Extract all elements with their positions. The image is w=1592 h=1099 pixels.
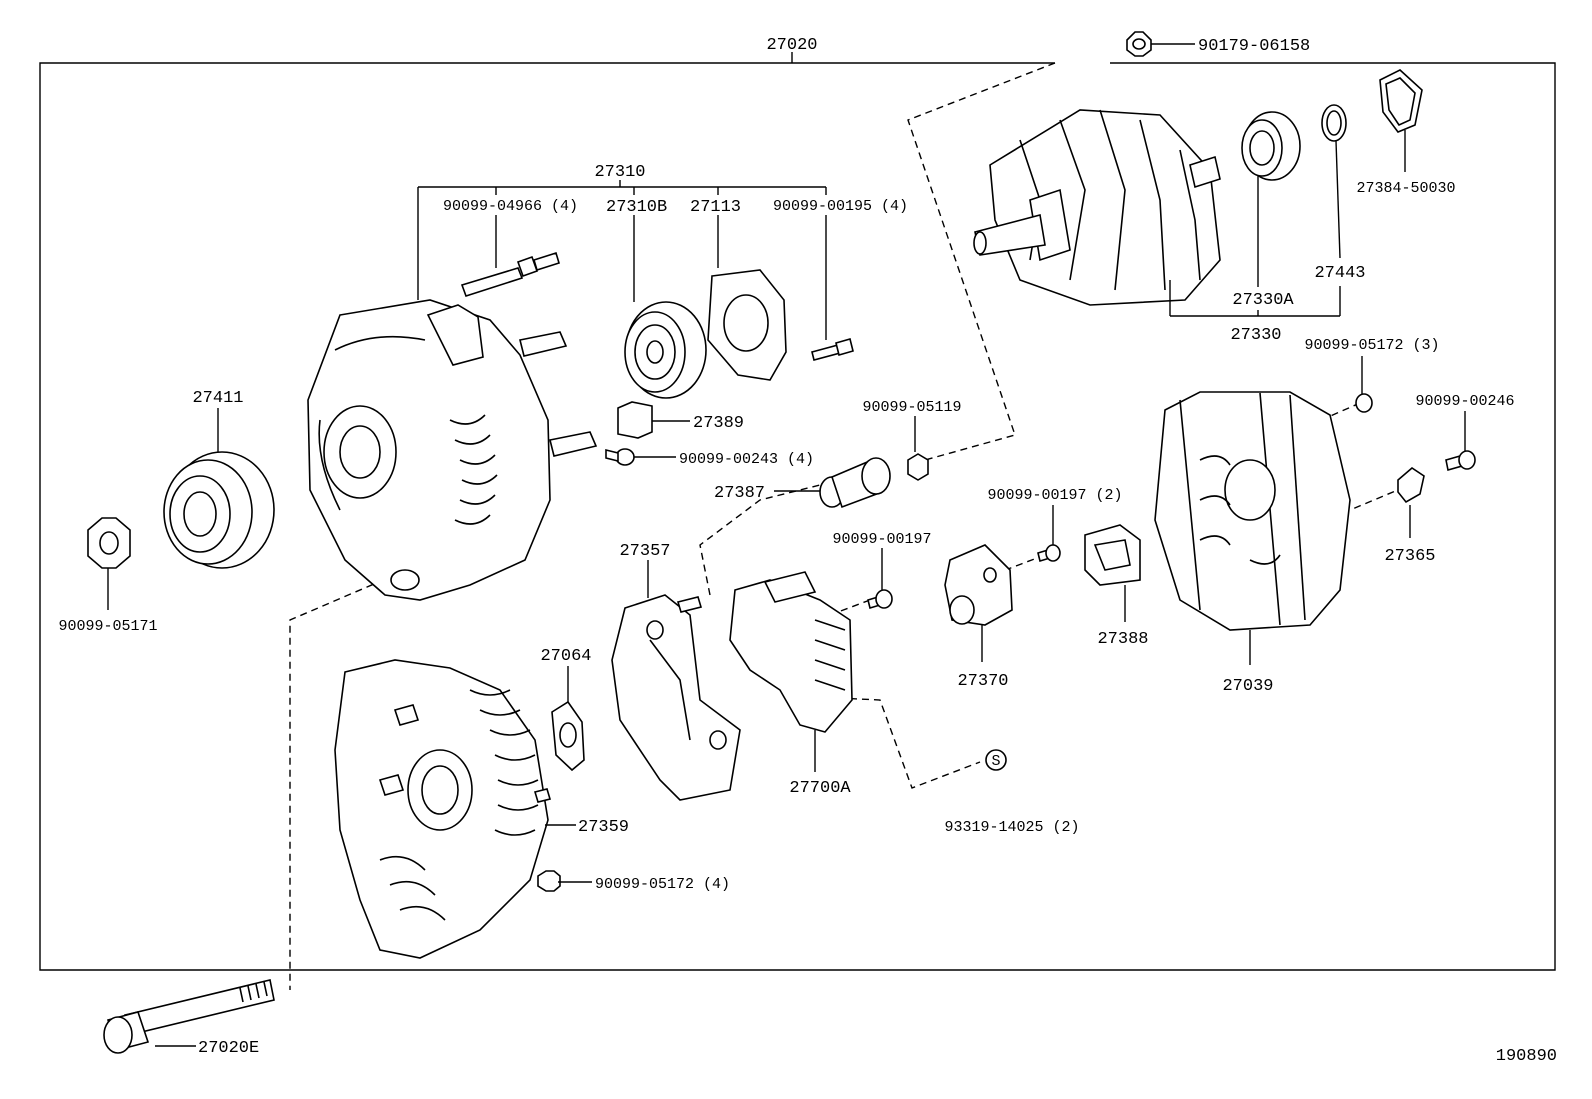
insulator-27389	[617, 401, 690, 439]
label-90099-00246: 90099-00246	[1415, 393, 1514, 410]
label-27443: 27443	[1314, 264, 1365, 283]
s-mark-text: S	[991, 753, 1000, 770]
screw-90099-00246	[1445, 411, 1476, 472]
rotor-assembly	[973, 109, 1221, 306]
label-90099-00243: 90099-00243 (4)	[679, 451, 814, 468]
label-27020E: 27020E	[198, 1039, 259, 1058]
label-90099-00197-2: 90099-00197 (2)	[987, 487, 1122, 504]
stud-bolt-90099-04966	[460, 215, 560, 297]
label-27700A: 27700A	[789, 779, 851, 798]
nut-90099-05172-3	[1355, 356, 1373, 413]
brush-holder-27357	[611, 560, 741, 801]
screw-90099-00197-2	[1037, 505, 1061, 563]
label-93319-14025: 93319-14025 (2)	[944, 819, 1079, 836]
cover-27384-50030	[1379, 69, 1423, 172]
label-90099-05171: 90099-05171	[58, 618, 157, 635]
bearing-27310B	[624, 215, 707, 399]
regulator-27700A	[729, 571, 853, 772]
label-90099-05172-3: 90099-05172 (3)	[1304, 337, 1439, 354]
label-27387: 27387	[714, 484, 765, 503]
plate-27064	[551, 666, 585, 772]
label-27020: 27020	[766, 36, 817, 55]
label-27330A: 27330A	[1232, 291, 1294, 310]
label-90099-05119: 90099-05119	[862, 399, 961, 416]
bracket-27310	[417, 180, 827, 300]
screw-90099-00197	[867, 548, 893, 610]
nut-90099-05119	[907, 416, 929, 481]
label-90099-04966: 90099-04966 (4)	[443, 198, 578, 215]
label-27064: 27064	[540, 647, 591, 666]
retainer-plate-27113	[707, 215, 787, 381]
label-27310B: 27310B	[606, 198, 667, 217]
label-27411: 27411	[192, 389, 243, 408]
pulley-27411	[163, 408, 275, 569]
label-27365: 27365	[1384, 547, 1435, 566]
label-27113: 27113	[690, 198, 741, 217]
label-27389: 27389	[693, 414, 744, 433]
washer-27443	[1321, 104, 1347, 259]
label-27310: 27310	[594, 163, 645, 182]
bushing-27387	[774, 457, 891, 509]
label-27330: 27330	[1230, 326, 1281, 345]
bracket-27330	[1169, 280, 1341, 317]
label-27384-50030: 27384-50030	[1356, 180, 1455, 197]
through-bolt-27020E	[103, 979, 275, 1054]
insulator-27370	[944, 544, 1013, 662]
nut-90099-05171	[87, 517, 131, 610]
label-90179-06158: 90179-06158	[1198, 37, 1310, 56]
figure-number: 190890	[1496, 1047, 1557, 1066]
assembly-guide-lines	[289, 62, 1406, 990]
label-90099-00195: 90099-00195 (4)	[773, 198, 908, 215]
standard-part-mark	[985, 749, 1007, 771]
insulator-27365	[1397, 466, 1425, 538]
nut-90099-05172-4	[537, 870, 592, 892]
drive-end-frame	[307, 299, 598, 601]
rectifier-end-frame-27359	[334, 659, 576, 959]
label-27359: 27359	[578, 818, 629, 837]
assembly-frame	[39, 52, 1556, 971]
nut-90179-06158	[1126, 31, 1195, 57]
label-27039: 27039	[1222, 677, 1273, 696]
rear-end-frame-27039	[1154, 391, 1351, 665]
label-27388: 27388	[1097, 630, 1148, 649]
label-27370: 27370	[957, 672, 1008, 691]
label-90099-00197: 90099-00197	[832, 531, 931, 548]
label-27357: 27357	[619, 542, 670, 561]
bearing-27330A	[1241, 111, 1301, 287]
screw-90099-00195	[811, 215, 854, 361]
terminal-27388	[1084, 524, 1141, 622]
label-90099-05172-4: 90099-05172 (4)	[595, 876, 730, 893]
screw-90099-00243	[605, 448, 676, 466]
